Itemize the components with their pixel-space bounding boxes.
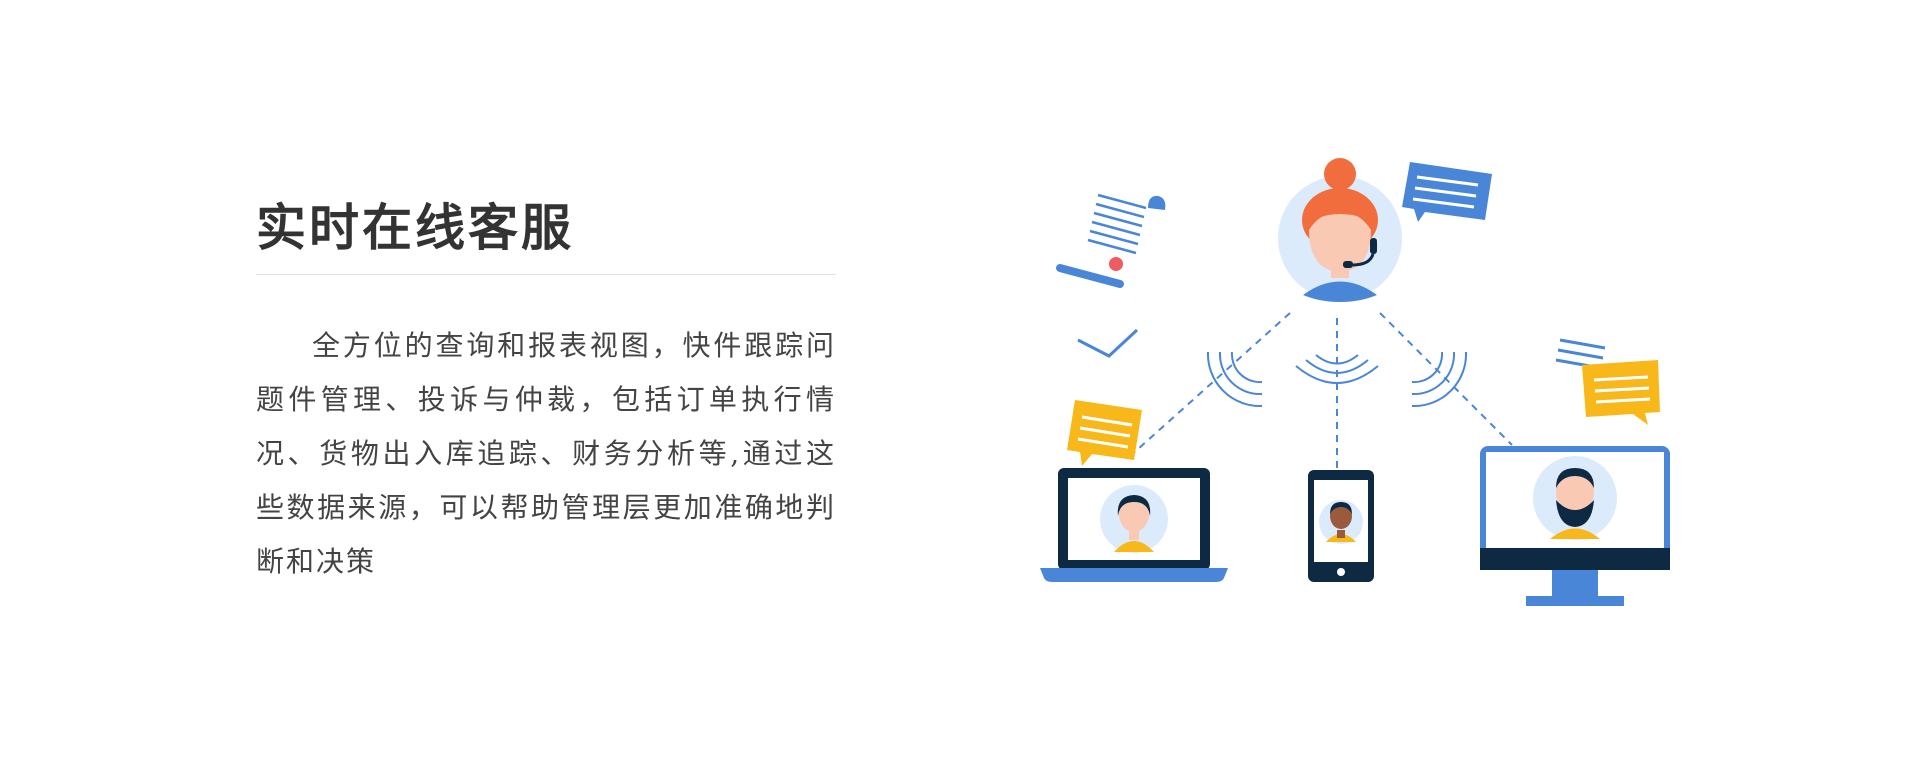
document-icon [1056,193,1166,288]
phone-icon [1308,470,1374,582]
checkmark-icon [1077,328,1139,358]
monitor-icon [1480,446,1670,606]
laptop-icon [1040,468,1228,582]
signal-waves-icon [1206,351,1468,408]
agent-avatar-icon [1278,158,1402,302]
feature-text-block: 实时在线客服 全方位的查询和报表视图，快件跟踪问题件管理、投诉与仲裁，包括订单执… [256,196,836,617]
customer-service-illustration [1040,158,1670,606]
chat-bubble-icon [1555,338,1660,425]
title-divider [256,274,836,275]
connection-lines [1127,312,1513,468]
chat-bubble-icon [1402,162,1492,222]
section-title: 实时在线客服 [256,198,574,257]
section-description: 全方位的查询和报表视图，快件跟踪问题件管理、投诉与仲裁，包括订单执行情况、货物出… [256,329,836,578]
chat-bubble-icon [1067,400,1142,466]
